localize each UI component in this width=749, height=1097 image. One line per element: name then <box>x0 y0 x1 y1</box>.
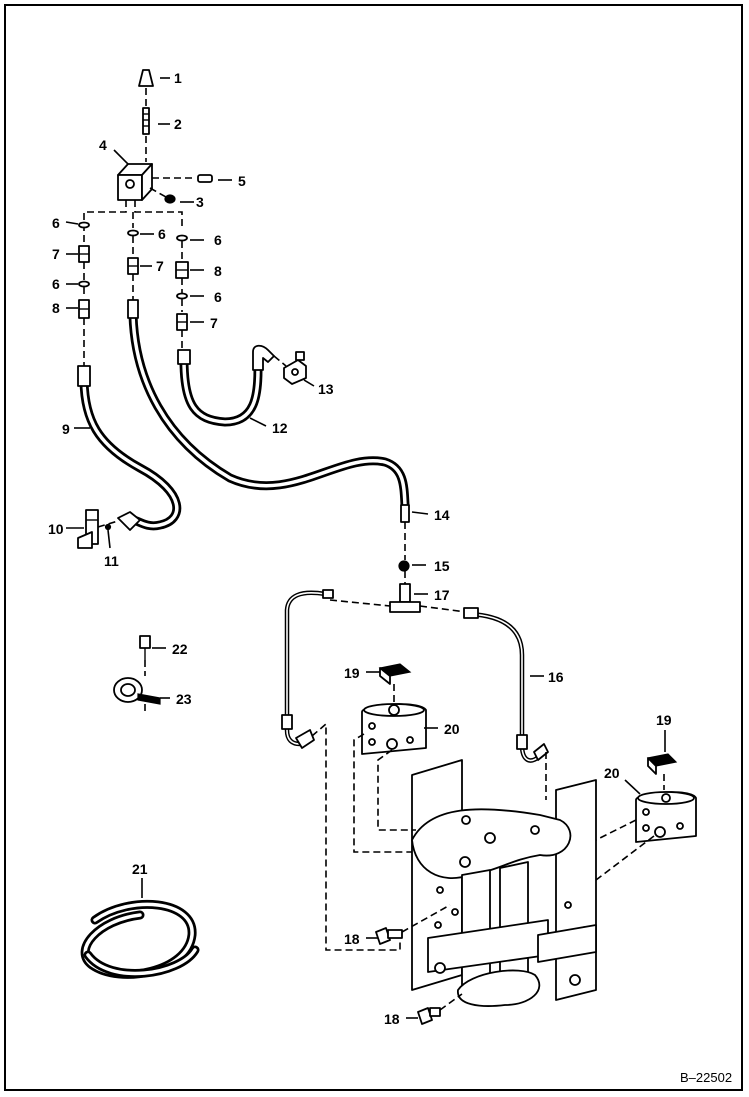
callout-19-b: 19 <box>656 712 672 728</box>
part-13-valve <box>283 351 307 385</box>
right-fitting-column <box>175 234 189 331</box>
callout-6-a: 6 <box>52 215 60 231</box>
part-20-block-right <box>635 791 697 843</box>
part-11-fitting <box>104 511 141 531</box>
callout-8-a: 8 <box>214 263 222 279</box>
hose-14 <box>127 299 410 523</box>
callout-22: 22 <box>172 641 188 657</box>
hose-12 <box>177 344 275 427</box>
callout-18-a: 18 <box>344 931 360 947</box>
part-18-bolt-lower <box>417 1007 441 1025</box>
part-19-shim-left <box>378 663 412 685</box>
callout-14: 14 <box>434 507 450 523</box>
callout-17: 17 <box>434 587 450 603</box>
callout-1: 1 <box>174 70 182 86</box>
part-3-oring <box>164 194 176 204</box>
callout-20-b: 20 <box>604 765 620 781</box>
part-22-screw <box>139 635 151 660</box>
part-4-manifold-block <box>117 163 153 201</box>
callout-4: 4 <box>99 137 107 153</box>
callout-20-a: 20 <box>444 721 460 737</box>
callout-5: 5 <box>238 173 246 189</box>
callout-18-b: 18 <box>384 1011 400 1027</box>
part-18-bolt-upper <box>375 927 403 945</box>
part-2-fitting <box>142 107 150 135</box>
callout-7-b: 7 <box>156 258 164 274</box>
callout-12: 12 <box>272 420 288 436</box>
part-19-shim-right <box>646 753 678 775</box>
callout-21: 21 <box>132 861 148 877</box>
hose-9 <box>77 365 182 531</box>
part-23-clamp <box>113 677 161 705</box>
callout-2: 2 <box>174 116 182 132</box>
callout-15: 15 <box>434 558 450 574</box>
part-15-oring <box>398 560 410 572</box>
callout-13: 13 <box>318 381 334 397</box>
callout-7-a: 7 <box>52 246 60 262</box>
callout-6-d: 6 <box>52 276 60 292</box>
callout-9: 9 <box>62 421 70 437</box>
callout-6-c: 6 <box>214 232 222 248</box>
left-fitting-column <box>78 221 90 319</box>
part-17-tee <box>389 583 421 613</box>
callout-6-b: 6 <box>158 226 166 242</box>
part-21-coiled-hose <box>80 899 200 979</box>
callout-7-c: 7 <box>210 315 218 331</box>
leader-lines <box>65 77 666 1019</box>
callout-6-e: 6 <box>214 289 222 305</box>
callout-8-b: 8 <box>52 300 60 316</box>
part-10-elbow <box>77 509 99 549</box>
part-20-block-left <box>361 703 427 755</box>
callout-3: 3 <box>196 194 204 210</box>
figure-reference: B–22502 <box>680 1070 732 1085</box>
line-16-steel <box>463 607 549 763</box>
callout-11: 11 <box>104 553 119 569</box>
callout-19-a: 19 <box>344 665 360 681</box>
part-1-cap <box>138 69 154 87</box>
part-5-plug <box>197 174 213 183</box>
callout-10: 10 <box>48 521 64 537</box>
callout-23: 23 <box>176 691 192 707</box>
diagram-frame <box>4 4 743 1091</box>
mount-bracket <box>411 759 597 1007</box>
callout-16: 16 <box>548 669 564 685</box>
line-left-steel <box>281 589 334 749</box>
callout-labels: 1 2 3 4 5 6 6 6 6 6 7 7 7 8 8 9 10 11 12… <box>48 70 732 1085</box>
